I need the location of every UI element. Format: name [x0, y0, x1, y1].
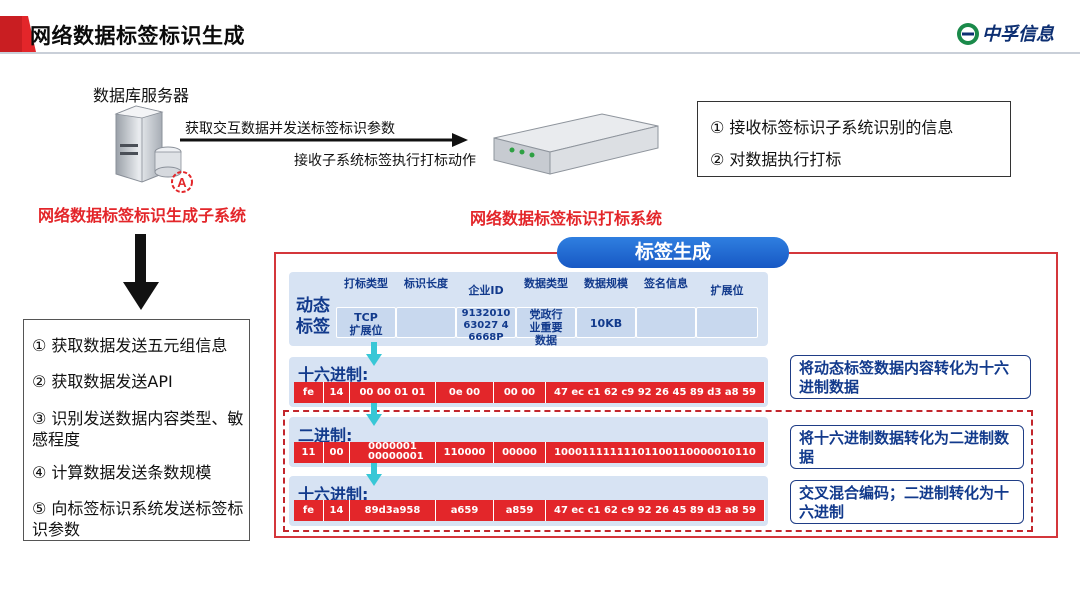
step-item: ② 获取数据发送API: [32, 372, 173, 391]
down-arrow-icon: [123, 234, 159, 310]
rack-server-icon: [493, 113, 659, 175]
hex-cell: fe: [294, 382, 324, 403]
hex-cell: 89d3a958: [350, 500, 436, 521]
binary-cell: 10001111111101100110000010110: [546, 442, 765, 463]
binary-cell: 00: [324, 442, 350, 463]
info-line-2: ② 对数据执行打标: [710, 150, 842, 169]
right-arrow-icon: [180, 133, 468, 147]
binary-cell: 11: [294, 442, 324, 463]
dynamic-tag-label: 动态标签: [296, 296, 330, 337]
hex-cell: fe: [294, 500, 324, 521]
info-line-1: ① 接收标签标识子系统识别的信息: [710, 118, 954, 137]
down-arrow-icon: [366, 402, 382, 426]
step-item: ⑤ 向标签标识系统发送标签标识参数: [32, 499, 244, 539]
server-badge-text: A: [177, 175, 187, 190]
column-header: 数据规模: [584, 277, 628, 290]
value-cell: 党政行业重要数据: [516, 307, 576, 347]
hex-cell: 14: [324, 500, 350, 521]
arrow-label-receive: 接收子系统标签执行打标动作: [294, 153, 476, 169]
arrow-label-send: 获取交互数据并发送标签标识参数: [185, 121, 395, 137]
marking-info-box: ① 接收标签标识子系统识别的信息 ② 对数据执行打标: [697, 101, 1011, 177]
hex-cell: 0e 00: [436, 382, 494, 403]
company-logo-icon: [957, 23, 979, 45]
callout-binary-conversion: 将十六进制数据转化为二进制数据: [790, 425, 1024, 469]
hex-cell: 47 ec c1 62 c9 92 26 45 89 d3 a8 59: [546, 500, 765, 521]
column-header: 企业ID: [468, 284, 504, 297]
step-item: ① 获取数据发送五元组信息: [32, 336, 228, 355]
column-header: 数据类型: [524, 277, 568, 290]
binary-cell: 0000001 00000001: [350, 442, 436, 463]
value-cell: [396, 307, 456, 338]
column-header: 打标类型: [344, 277, 388, 290]
column-header: 标识长度: [404, 277, 448, 290]
hex-cell: 47 ec c1 62 c9 92 26 45 89 d3 a8 59: [546, 382, 765, 403]
down-arrow-icon: [366, 462, 382, 486]
binary-cell: 110000: [436, 442, 494, 463]
steps-box: ① 获取数据发送五元组信息 ② 获取数据发送API ③ 识别发送数据内容类型、敏…: [23, 319, 250, 541]
marking-system-title: 网络数据标签标识打标系统: [470, 209, 663, 228]
hex-cell: 00 00: [494, 382, 546, 403]
tag-generation-banner: 标签生成: [557, 237, 789, 268]
encoding-dashed-box: [283, 410, 1033, 532]
value-cell: [636, 307, 696, 338]
binary-title: 二进制:: [298, 426, 353, 445]
hex-cell: a859: [494, 500, 546, 521]
value-cell: TCP扩展位: [336, 307, 396, 338]
hex-row-1: fe 14 00 00 01 01 0e 00 00 00 47 ec c1 6…: [294, 382, 765, 403]
hex-cell: a659: [436, 500, 494, 521]
down-arrow-icon: [366, 342, 382, 366]
header-accent: [0, 16, 1080, 54]
step-item: ③ 识别发送数据内容类型、敏感程度: [32, 409, 244, 449]
column-header: 扩展位: [710, 284, 744, 297]
hex-title-2: 十六进制:: [298, 485, 369, 504]
binary-cell: 00000: [494, 442, 546, 463]
company-logo-text: 中孚信息: [982, 24, 1054, 45]
generator-subsystem-title: 网络数据标签标识生成子系统: [38, 206, 247, 225]
value-cell: 10KB: [576, 307, 636, 338]
page-title: 网络数据标签标识生成: [30, 24, 245, 48]
hex-row-2: fe 14 89d3a958 a659 a859 47 ec c1 62 c9 …: [294, 500, 765, 521]
step-item: ④ 计算数据发送条数规模: [32, 463, 212, 482]
db-server-label: 数据库服务器: [93, 86, 190, 105]
hex-title-1: 十六进制:: [298, 365, 369, 384]
hex-cell: 14: [324, 382, 350, 403]
hex-cell: 00 00 01 01: [350, 382, 436, 403]
db-server-icon: A: [114, 105, 193, 193]
value-cell: 913201063027 46668P: [456, 307, 516, 343]
callout-mixed-encoding: 交叉混合编码；二进制转化为十六进制: [790, 480, 1024, 524]
value-cell: [696, 307, 758, 338]
binary-row: 11 00 0000001 00000001 110000 00000 1000…: [294, 442, 765, 463]
column-header: 签名信息: [644, 277, 688, 290]
callout-hex-conversion: 将动态标签数据内容转化为十六进制数据: [790, 355, 1031, 399]
